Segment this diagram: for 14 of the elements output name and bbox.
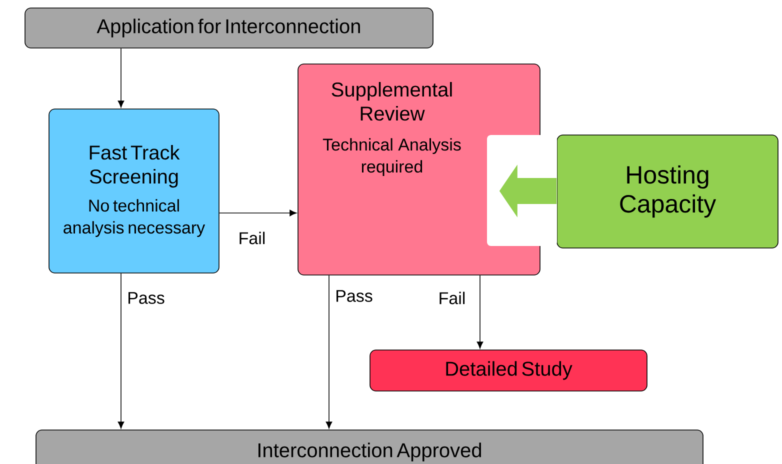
outcome-box: Detailed Study [370, 350, 648, 392]
arrow [326, 275, 332, 429]
end-box: Interconnection Approved [36, 430, 704, 464]
process-box: Fast Track Screening No technical analysis necessary [48, 108, 220, 274]
edge-label: Pass [334, 289, 374, 303]
edge-label: Pass [126, 291, 166, 305]
input-box: Hosting Capacity [556, 134, 778, 248]
arrow [476, 275, 484, 349]
edge-label: Fail [437, 290, 467, 306]
arrow [118, 273, 124, 429]
start-box: Application for Interconnection [24, 8, 434, 48]
arrow [219, 210, 297, 216]
arrow [118, 48, 124, 108]
edge-label: Fail [237, 230, 267, 246]
